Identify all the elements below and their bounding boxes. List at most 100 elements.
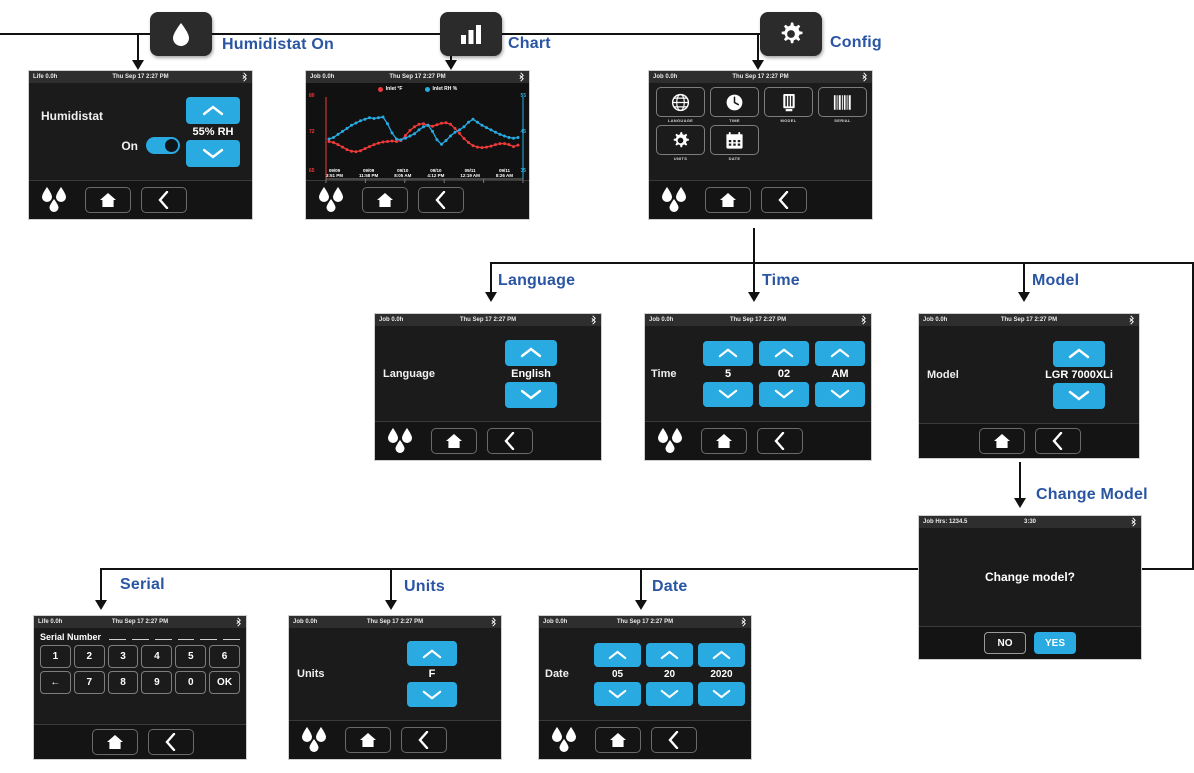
back-button[interactable] [148, 729, 194, 755]
key-5[interactable]: 5 [175, 645, 207, 668]
serial-input[interactable] [109, 639, 240, 642]
key-backspace[interactable]: ← [40, 671, 71, 694]
bluetooth-icon [235, 617, 242, 627]
connector-model-to-change [1019, 462, 1021, 504]
serial-blank [131, 639, 149, 640]
humidistat-toggle-label: On [121, 138, 138, 153]
back-button[interactable] [651, 727, 697, 753]
home-button[interactable] [92, 729, 138, 755]
config-tile-caption: MODEL [780, 118, 797, 123]
connector-to-language [490, 262, 492, 300]
home-button[interactable] [705, 187, 751, 213]
decrease-button[interactable] [698, 681, 745, 706]
config-menu-chip[interactable] [760, 12, 822, 56]
home-button[interactable] [362, 187, 408, 213]
decrease-button[interactable] [703, 381, 753, 407]
increase-button[interactable] [815, 340, 865, 366]
config-tile-time[interactable]: TIME [710, 87, 759, 123]
chart-body[interactable]: Inlet °F Inlet RH % 80 72 65 55 45 35 [306, 83, 529, 183]
yes-button[interactable]: YES [1034, 632, 1076, 654]
decrease-button[interactable] [759, 381, 809, 407]
back-button[interactable] [141, 187, 187, 213]
arrowhead-humidistat [132, 60, 144, 70]
status-center: Thu Sep 17 2:27 PM [366, 619, 424, 625]
humidistat-toggle[interactable] [146, 137, 180, 154]
key-ok[interactable]: OK [209, 671, 240, 694]
home-button[interactable] [345, 727, 391, 753]
key-7[interactable]: 7 [73, 671, 105, 694]
key-3[interactable]: 3 [107, 645, 139, 668]
arrowhead-units [385, 600, 397, 610]
increase-button[interactable] [505, 339, 557, 366]
chart-menu-chip[interactable] [440, 12, 502, 56]
increase-button[interactable] [646, 642, 693, 667]
increase-button[interactable] [703, 340, 753, 366]
droplets-icon[interactable] [37, 185, 75, 215]
y-left-tick-max: 80 [309, 93, 315, 99]
statusbar: Job 0.0h Thu Sep 17 2:27 PM [919, 314, 1139, 326]
back-button[interactable] [761, 187, 807, 213]
decrease-button[interactable] [505, 381, 557, 408]
language-value: English [511, 367, 551, 380]
status-center: Thu Sep 17 2:27 PM [112, 74, 169, 80]
back-button[interactable] [401, 727, 447, 753]
increase-button[interactable] [186, 96, 240, 124]
key-1[interactable]: 1 [40, 645, 71, 668]
arrowhead-change-model [1014, 498, 1026, 508]
statusbar: Job 0.0h Thu Sep 17 2:27 PM [649, 71, 872, 83]
back-button[interactable] [487, 428, 533, 454]
home-button[interactable] [701, 428, 747, 454]
increase-button[interactable] [759, 340, 809, 366]
key-6[interactable]: 6 [209, 645, 240, 668]
y-left-tick-mid: 72 [309, 129, 315, 135]
droplets-icon[interactable] [297, 725, 335, 755]
home-button[interactable] [979, 428, 1025, 454]
droplets-icon[interactable] [314, 185, 352, 215]
key-4[interactable]: 4 [141, 645, 173, 668]
legend-swatch-rh [424, 86, 430, 92]
statusbar: Job 0.0h Thu Sep 17 2:27 PM [539, 616, 751, 628]
config-tile-language[interactable]: LANGUAGE [656, 87, 705, 123]
chart-series-svg [325, 97, 524, 183]
decrease-button[interactable] [646, 681, 693, 706]
decrease-button[interactable] [407, 682, 457, 707]
serial-blank [154, 639, 172, 640]
connector-to-config [757, 33, 759, 68]
no-button[interactable]: NO [984, 632, 1026, 654]
config-tile-row: UNITS [656, 125, 865, 161]
increase-button[interactable] [1053, 340, 1105, 367]
increase-button[interactable] [407, 641, 457, 666]
decrease-button[interactable] [815, 381, 865, 407]
serial-blank [223, 639, 240, 640]
back-button[interactable] [757, 428, 803, 454]
key-2[interactable]: 2 [73, 645, 105, 668]
humidistat-menu-chip[interactable] [150, 12, 212, 56]
status-center: Thu Sep 17 2:27 PM [389, 74, 446, 80]
home-button[interactable] [595, 727, 641, 753]
droplets-icon[interactable] [547, 725, 585, 755]
status-center: Thu Sep 17 2:27 PM [459, 317, 517, 323]
home-button[interactable] [85, 187, 131, 213]
home-button[interactable] [431, 428, 477, 454]
status-left: Job 0.0h [310, 74, 335, 80]
increase-button[interactable] [698, 642, 745, 667]
config-tile-units[interactable]: UNITS [656, 125, 705, 161]
clock-icon [710, 87, 759, 117]
config-tile-model[interactable]: MODEL [764, 87, 813, 123]
screen-chart: Job 0.0h Thu Sep 17 2:27 PM Inlet °F Inl… [305, 70, 530, 220]
back-button[interactable] [1035, 428, 1081, 454]
key-8[interactable]: 8 [107, 671, 139, 694]
decrease-button[interactable] [1053, 382, 1105, 409]
droplets-icon[interactable] [653, 426, 691, 456]
decrease-button[interactable] [594, 681, 641, 706]
decrease-button[interactable] [186, 139, 240, 167]
droplets-icon[interactable] [383, 426, 421, 456]
key-9[interactable]: 9 [141, 671, 173, 694]
config-tile-serial[interactable]: SERIAL [818, 87, 867, 123]
back-button[interactable] [418, 187, 464, 213]
config-tile-date[interactable]: DATE [710, 125, 759, 161]
increase-button[interactable] [594, 642, 641, 667]
droplets-icon[interactable] [657, 185, 695, 215]
screen-model: Job 0.0h Thu Sep 17 2:27 PM Model LGR 70… [918, 313, 1140, 459]
key-0[interactable]: 0 [175, 671, 207, 694]
